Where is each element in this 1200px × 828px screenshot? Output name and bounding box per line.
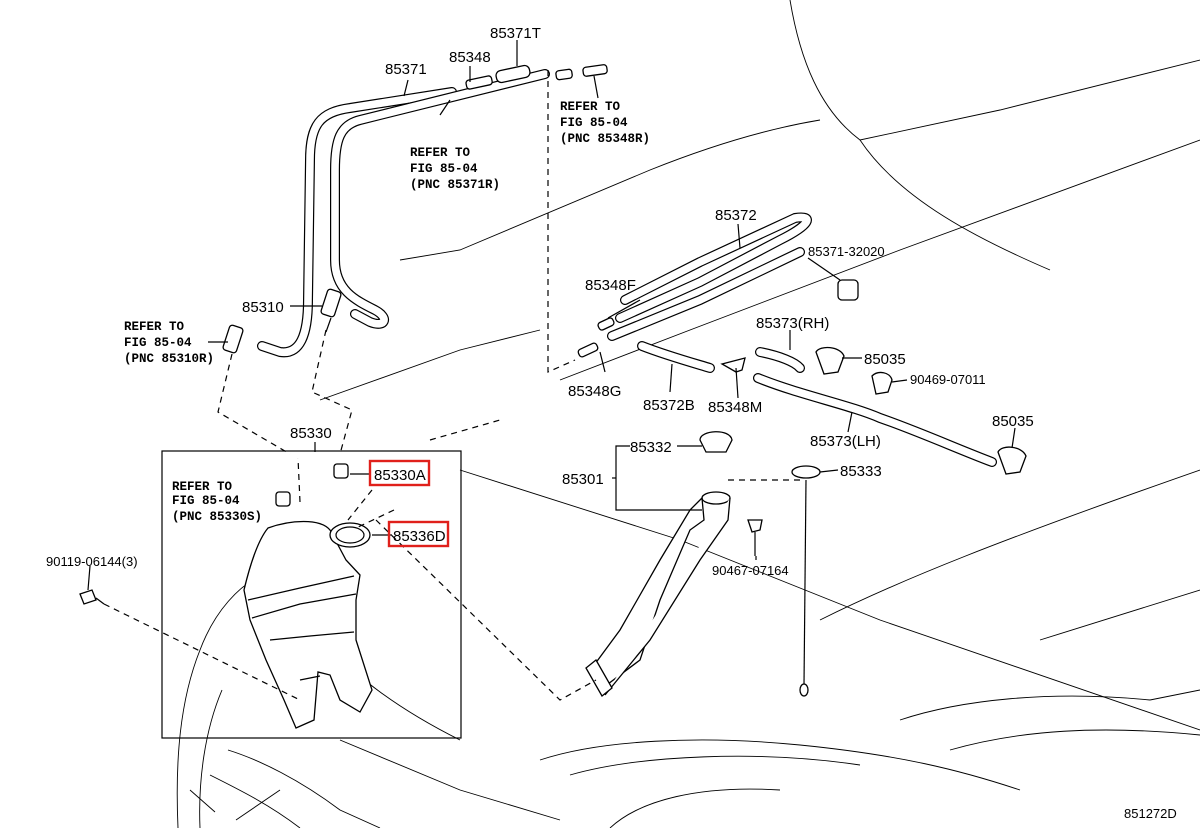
label-85336D: 85336D <box>393 528 446 545</box>
svg-text:REFER TO: REFER TO <box>124 320 185 334</box>
label-90119: 90119-06144(3) <box>46 554 138 569</box>
washer-reservoir[interactable] <box>243 463 373 729</box>
reference-bracket <box>547 70 576 373</box>
reservoir-detail-box <box>161 450 462 739</box>
label-85348M: 85348M <box>708 399 762 416</box>
label-85372B: 85372B <box>643 397 695 414</box>
label-85372: 85372 <box>715 207 757 224</box>
part-labels: 85371 85348 85371T 85310 85330 85330A 85… <box>46 25 1034 578</box>
upper-washer-hoses <box>257 64 608 358</box>
svg-text:(PNC 85330S): (PNC 85330S) <box>172 510 262 524</box>
highlight-85330A[interactable] <box>368 459 431 487</box>
svg-text:REFER TO: REFER TO <box>172 480 233 494</box>
label-85310: 85310 <box>242 299 284 316</box>
label-85332: 85332 <box>630 439 672 456</box>
svg-text:FIG 85-04: FIG 85-04 <box>124 336 192 350</box>
highlight-85336D[interactable] <box>387 520 450 548</box>
diagram-id: 851272D <box>1124 806 1177 821</box>
label-85373RH: 85373(RH) <box>756 315 829 332</box>
label-85301: 85301 <box>562 471 604 488</box>
rear-washer-hoses <box>577 212 1027 475</box>
svg-text:REFER TO: REFER TO <box>560 100 621 114</box>
washer-inlet-assembly[interactable] <box>585 431 821 697</box>
label-85348: 85348 <box>449 49 491 66</box>
svg-text:REFER TO: REFER TO <box>410 146 471 160</box>
label-85035-upper: 85035 <box>864 351 906 368</box>
reference-note-85371R: REFER TO FIG 85-04 (PNC 85371R) <box>410 146 500 192</box>
bolt-part[interactable] <box>79 589 105 605</box>
label-85373LH: 85373(LH) <box>810 433 881 450</box>
label-90469: 90469-07011 <box>910 372 986 387</box>
reference-note-85310R: REFER TO FIG 85-04 (PNC 85310R) <box>124 320 214 366</box>
label-85348G: 85348G <box>568 383 621 400</box>
svg-text:(PNC 85310R): (PNC 85310R) <box>124 352 214 366</box>
label-85035-lower: 85035 <box>992 413 1034 430</box>
label-85333: 85333 <box>840 463 882 480</box>
svg-text:FIG 85-04: FIG 85-04 <box>560 116 628 130</box>
vehicle-body-outline <box>176 0 1200 828</box>
reference-note-85330S: REFER TO FIG 85-04 (PNC 85330S) <box>172 480 262 524</box>
label-85330: 85330 <box>290 425 332 442</box>
washer-pump[interactable] <box>222 288 342 354</box>
label-90467: 90467-07164 <box>712 563 789 578</box>
label-85371T: 85371T <box>490 25 541 42</box>
dashed-assembly-lines <box>103 329 800 701</box>
label-85330A: 85330A <box>374 467 426 484</box>
reference-note-85348R: REFER TO FIG 85-04 (PNC 85348R) <box>560 100 650 146</box>
svg-text:(PNC 85348R): (PNC 85348R) <box>560 132 650 146</box>
svg-text:(PNC 85371R): (PNC 85371R) <box>410 178 500 192</box>
svg-text:FIG 85-04: FIG 85-04 <box>410 162 478 176</box>
svg-text:FIG 85-04: FIG 85-04 <box>172 494 240 508</box>
label-85371: 85371 <box>385 61 427 78</box>
label-85348F: 85348F <box>585 277 636 294</box>
label-85371-32020: 85371-32020 <box>808 244 885 259</box>
